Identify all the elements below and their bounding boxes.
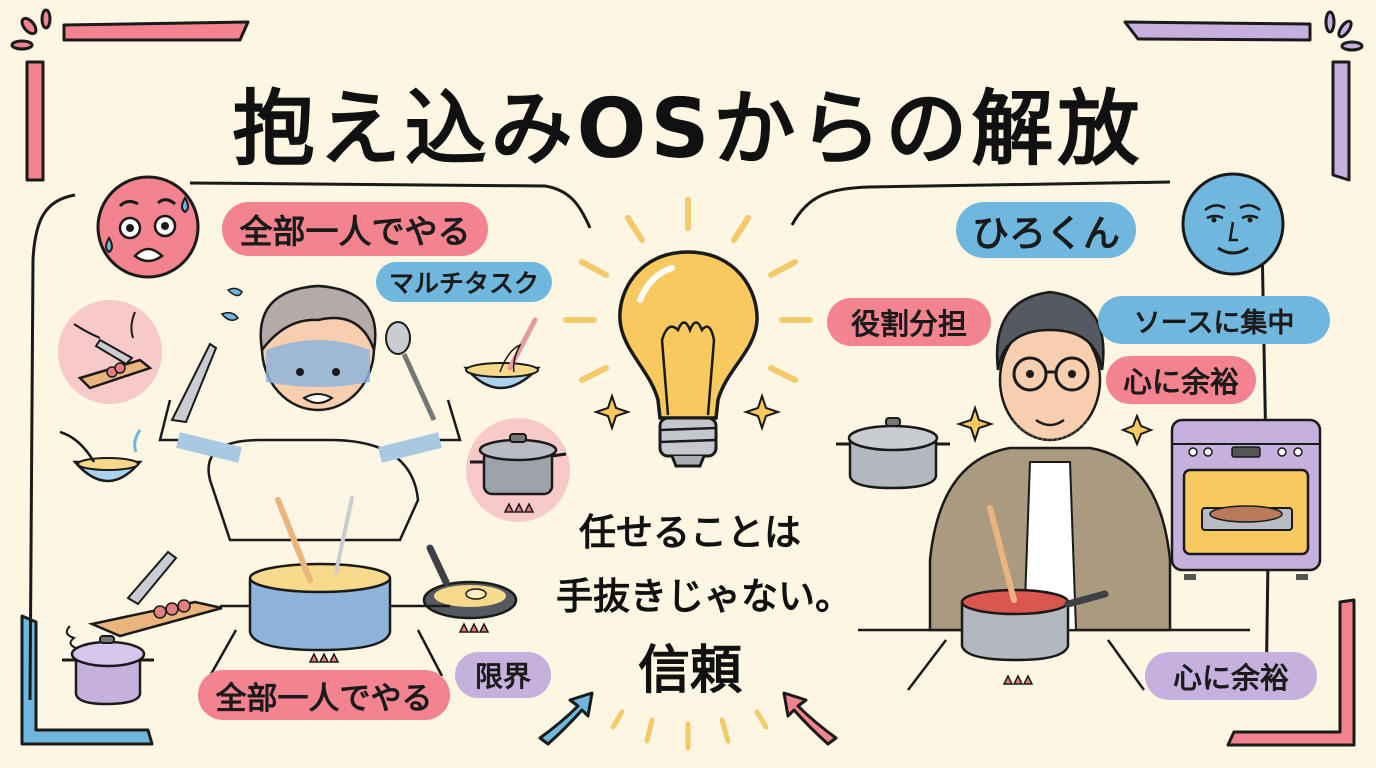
frame-corner-top-left (10, 8, 250, 182)
frying-pan-icon (422, 544, 518, 633)
label-text: 心に余裕 (1172, 661, 1289, 695)
lightbulb-icon (563, 197, 813, 468)
cutting-board-icon (58, 300, 162, 404)
trust-keyword: 信頼 (637, 641, 742, 701)
label-do-everything-alone-bottom: 全部一人でやる (198, 670, 450, 720)
message-line-1: 任せることは (579, 511, 801, 554)
stressed-cook-multi-arms (158, 284, 462, 677)
calm-face-icon (1181, 172, 1285, 276)
label-name-hirokun: ひろくん (956, 202, 1136, 258)
label-peace-of-mind-top: 心に余裕 (1106, 356, 1256, 404)
label-text: 限界 (474, 660, 531, 693)
calm-cook-with-glasses (858, 290, 1250, 691)
label-limit: 限界 (455, 652, 551, 698)
blue-arrow-icon (538, 691, 594, 746)
label-text: ソースに集中 (1133, 307, 1295, 339)
trust-rays (610, 709, 769, 751)
label-peace-of-mind-bottom: 心に余裕 (1145, 652, 1317, 700)
label-text: マルチタスク (388, 269, 539, 298)
purple-pot-icon (62, 625, 154, 706)
sparkle-icon (955, 404, 995, 444)
frame-corner-top-right (1123, 10, 1364, 182)
whisk-bowl-icon (463, 317, 541, 390)
oven-icon (1170, 418, 1322, 580)
label-text: 全部一人でやる (239, 212, 471, 251)
pot-on-stove-icon (466, 418, 570, 522)
frame-corner-bottom-right (1226, 598, 1356, 747)
frame-corner-bottom-left (20, 614, 154, 746)
mixing-bowl-icon (59, 429, 143, 483)
label-text: 役割分担 (850, 307, 967, 341)
label-text: 全部一人でやる (215, 680, 433, 717)
grey-pot-icon (836, 417, 950, 490)
stressed-face-icon (96, 175, 200, 279)
left-panel-border (28, 181, 592, 701)
label-multitask: マルチタスク (376, 262, 552, 302)
label-do-everything-alone-top: 全部一人でやる (222, 202, 488, 256)
sparkle-icon (1120, 413, 1154, 447)
label-focus-on-sauce: ソースに集中 (1098, 296, 1330, 344)
label-role-sharing: 役割分担 (827, 298, 991, 346)
label-text: 心に余裕 (1122, 365, 1239, 399)
label-text: ひろくん (972, 212, 1120, 255)
chopping-board-bottom (87, 550, 223, 638)
page-title: 抱え込みOSからの解放 (232, 82, 1144, 177)
pink-arrow-icon (782, 691, 838, 746)
message-line-2: 手抜きじゃない。 (556, 575, 852, 618)
